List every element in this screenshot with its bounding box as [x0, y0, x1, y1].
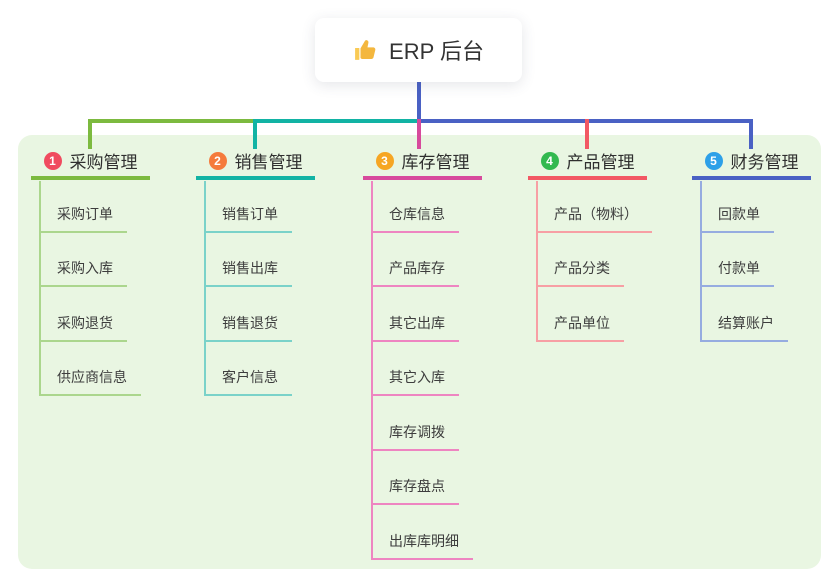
root-node-label: ERP 后台 — [389, 39, 484, 64]
node-child[interactable]: 采购订单 — [39, 199, 127, 233]
node-child[interactable]: 付款单 — [700, 253, 774, 287]
node-child[interactable]: 产品分类 — [536, 253, 624, 287]
branch-label-2: 销售管理 — [234, 153, 303, 172]
node-child[interactable]: 销售退货 — [204, 308, 292, 342]
node-child[interactable]: 供应商信息 — [39, 362, 141, 396]
branch-badge-3: 3 — [375, 151, 394, 170]
branch-header-4[interactable]: 4 产品管理 — [528, 145, 647, 180]
node-child[interactable]: 产品单位 — [536, 308, 624, 342]
node-child[interactable]: 产品库存 — [371, 253, 459, 287]
branch-label-4: 产品管理 — [566, 153, 635, 172]
node-child[interactable]: 出库库明细 — [371, 526, 473, 560]
branch-badge-4: 4 — [540, 151, 559, 170]
node-child[interactable]: 其它出库 — [371, 308, 459, 342]
node-child[interactable]: 采购退货 — [39, 308, 127, 342]
thumbs-up-icon — [353, 38, 378, 63]
node-child[interactable]: 客户信息 — [204, 362, 292, 396]
branch-label-5: 财务管理 — [730, 153, 799, 172]
branch-column-5: 5 财务管理 回款单 付款单 结算账户 — [692, 0, 832, 588]
branch-header-5[interactable]: 5 财务管理 — [692, 145, 811, 180]
branch-header-2[interactable]: 2 销售管理 — [196, 145, 315, 180]
node-child[interactable]: 采购入库 — [39, 253, 127, 287]
root-node-erp[interactable]: ERP 后台 — [315, 18, 522, 82]
node-child[interactable]: 仓库信息 — [371, 199, 459, 233]
branch-badge-2: 2 — [208, 151, 227, 170]
branch-badge-5: 5 — [704, 151, 723, 170]
node-child[interactable]: 结算账户 — [700, 308, 788, 342]
node-child[interactable]: 回款单 — [700, 199, 774, 233]
branch-header-1[interactable]: 1 采购管理 — [31, 145, 150, 180]
node-child[interactable]: 产品（物料） — [536, 199, 652, 233]
branch-column-3: 3 库存管理 仓库信息 产品库存 其它出库 其它入库 库存调拨 库存盘点 出库库… — [363, 0, 503, 588]
node-child[interactable]: 销售订单 — [204, 199, 292, 233]
node-child[interactable]: 库存盘点 — [371, 471, 459, 505]
branch-label-1: 采购管理 — [69, 153, 138, 172]
branch-column-1: 1 采购管理 采购订单 采购入库 采购退货 供应商信息 — [31, 0, 171, 588]
branch-column-4: 4 产品管理 产品（物料） 产品分类 产品单位 — [528, 0, 668, 588]
node-child[interactable]: 库存调拨 — [371, 417, 459, 451]
branch-header-3[interactable]: 3 库存管理 — [363, 145, 482, 180]
node-child[interactable]: 销售出库 — [204, 253, 292, 287]
canvas-panel — [18, 135, 821, 569]
branch-label-3: 库存管理 — [401, 153, 470, 172]
node-child[interactable]: 其它入库 — [371, 362, 459, 396]
branch-badge-1: 1 — [43, 151, 62, 170]
branch-column-2: 2 销售管理 销售订单 销售出库 销售退货 客户信息 — [196, 0, 336, 588]
